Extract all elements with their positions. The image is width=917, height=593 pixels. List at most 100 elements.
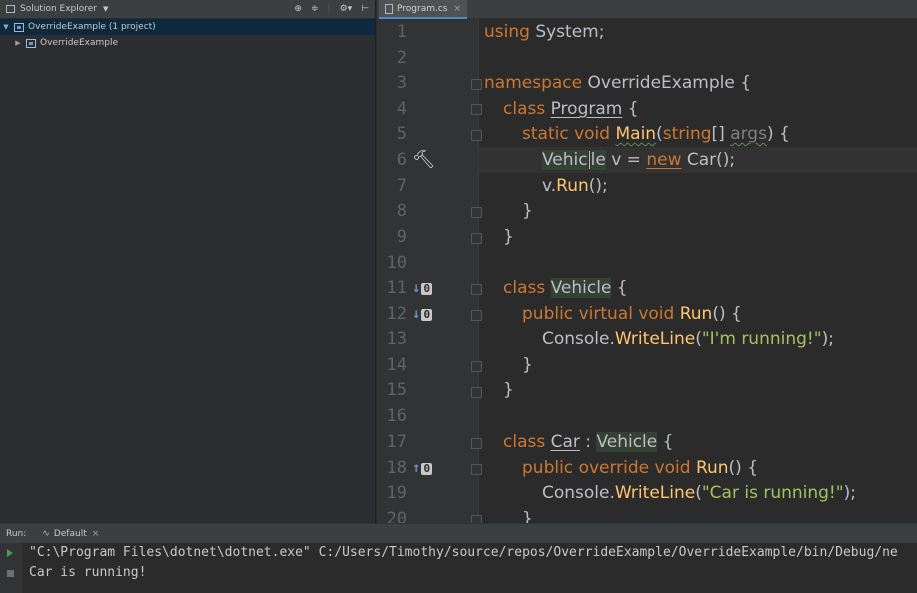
run-panel-header: Run: ∿ Default × (0, 523, 917, 543)
fold-icon[interactable] (471, 310, 482, 321)
marker-count: 0 (421, 308, 433, 321)
run-console[interactable]: "C:\Program Files\dotnet\dotnet.exe" C:/… (0, 543, 917, 593)
code-token: OverrideExample { (582, 73, 752, 93)
fold-icon[interactable] (471, 438, 482, 449)
code-line-18: public override void Run() { (522, 455, 758, 481)
project-icon (26, 38, 36, 48)
play-icon[interactable] (7, 549, 13, 557)
close-icon[interactable]: × (91, 528, 100, 539)
line-number: 16 (386, 406, 407, 426)
chevron-down-icon[interactable]: ▼ (103, 5, 109, 13)
tree-item-label: OverrideExample (1 project) (28, 22, 156, 32)
code-token: class (503, 278, 546, 298)
settings-icon[interactable]: ⚙▾ (339, 4, 353, 14)
run-label: Run: (6, 528, 27, 539)
line-number: 19 (386, 483, 407, 503)
line-number: 14 (386, 355, 407, 375)
fold-icon[interactable] (471, 79, 482, 90)
code-token: override (578, 458, 650, 478)
code-token: { (622, 99, 639, 119)
close-icon[interactable]: × (453, 3, 462, 14)
line-number: 1 (396, 22, 407, 42)
file-icon (385, 3, 393, 14)
code-token: ( (695, 329, 702, 349)
fold-icon[interactable] (471, 207, 482, 218)
line-number: 3 (396, 73, 407, 93)
fold-icon[interactable] (471, 464, 482, 475)
code-line-3: namespace OverrideExample { (484, 70, 751, 96)
run-config-icon: ∿ (42, 528, 50, 539)
code-token: public (522, 458, 574, 478)
overrides-marker[interactable]: ↑0 (412, 455, 433, 481)
arrow-down-icon: ↓ (412, 280, 421, 296)
fold-icon[interactable] (471, 130, 482, 141)
code-token: class (503, 432, 546, 452)
code-token: string (662, 124, 712, 144)
code-token: public (522, 304, 574, 324)
code-token: ) { (766, 124, 790, 144)
code-token: void (574, 124, 611, 144)
line-number: 9 (396, 227, 407, 247)
code-token: Run (679, 304, 713, 324)
code-token: ); (843, 483, 856, 503)
tree-item-project[interactable]: ▶ OverrideExample (0, 35, 375, 51)
code-token: ); (821, 329, 834, 349)
code-token: WriteLine (614, 483, 696, 503)
code-token: () { (712, 304, 742, 324)
tab-label: Program.cs (397, 3, 448, 14)
tab-default[interactable]: ∿ Default × (38, 524, 103, 544)
expand-arrow-icon[interactable]: ▼ (3, 23, 9, 31)
code-token: Vehicle (550, 278, 612, 298)
code-editor[interactable]: 1 2 3 4 5 6 7 8 9 10 11 12 13 14 15 16 1… (377, 19, 917, 523)
fold-icon[interactable] (471, 515, 482, 523)
fold-icon[interactable] (471, 284, 482, 295)
code-token: { (657, 432, 674, 452)
line-number: 13 (386, 329, 407, 349)
code-token: v. (542, 176, 557, 196)
code-line-11: class Vehicle { (503, 275, 628, 301)
stop-icon[interactable] (7, 570, 14, 577)
hammer-icon[interactable]: 🔨︎ (412, 149, 435, 170)
console-line: "C:\Program Files\dotnet\dotnet.exe" C:/… (29, 545, 898, 560)
line-number: 5 (396, 124, 407, 144)
code-token: : (579, 432, 597, 452)
code-token: Car(); (681, 150, 736, 170)
code-line-1: using System; (484, 19, 604, 45)
solution-explorer-toolbar: ⊕ ≑ | ⚙▾ ⊢ (294, 4, 369, 14)
marker-count: 0 (421, 462, 433, 475)
run-tab-label: Default (53, 528, 87, 539)
code-token: WriteLine (614, 329, 696, 349)
fold-icon[interactable] (471, 387, 482, 398)
collapse-icon[interactable]: ≑ (310, 4, 319, 14)
code-token: static (522, 124, 569, 144)
solution-icon (14, 22, 24, 32)
line-number: 18 (386, 458, 407, 478)
line-number: 12 (386, 304, 407, 324)
line-number: 11 (386, 278, 407, 298)
expand-arrow-icon[interactable]: ▶ (15, 39, 21, 47)
code-token: Console. (542, 483, 615, 503)
fold-icon[interactable] (471, 104, 482, 115)
divider: | (327, 4, 331, 14)
code-token: { (611, 278, 628, 298)
tab-program-cs[interactable]: Program.cs × (379, 0, 468, 19)
code-line-19: Console.WriteLine("Car is running!"); (542, 480, 856, 506)
text-cursor (588, 151, 590, 169)
overridden-marker[interactable]: ↓0 (412, 275, 433, 301)
code-line-14: } (522, 355, 533, 375)
code-token: Main (615, 124, 657, 144)
locate-icon[interactable]: ⊕ (294, 4, 302, 14)
code-token: void (638, 304, 675, 324)
code-token: Console. (542, 329, 615, 349)
solution-explorer-title[interactable]: Solution Explorer (20, 4, 97, 14)
fold-icon[interactable] (471, 361, 482, 372)
line-number: 2 (396, 48, 407, 68)
pin-icon[interactable]: ⊢ (361, 4, 369, 14)
fold-icon[interactable] (471, 233, 482, 244)
overridden-marker[interactable]: ↓0 (412, 301, 433, 327)
tree-item-solution[interactable]: ▼ OverrideExample (1 project) (0, 19, 375, 35)
code-token: System; (529, 22, 605, 42)
code-token: new (646, 150, 682, 170)
code-token: () { (728, 458, 759, 478)
